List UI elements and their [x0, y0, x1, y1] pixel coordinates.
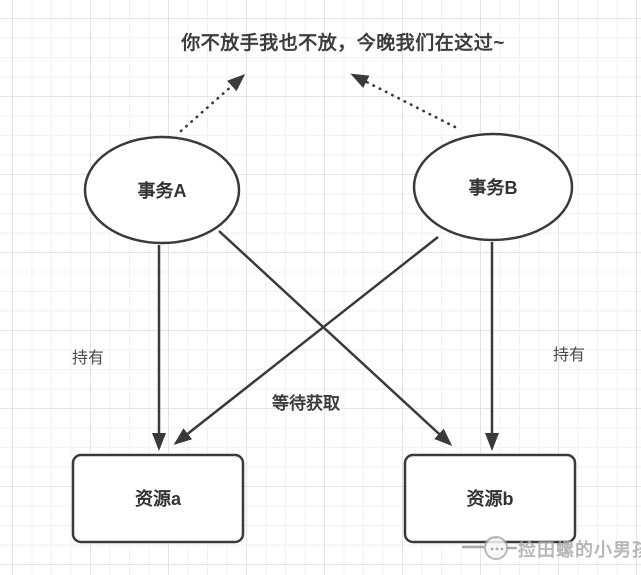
boy-face-logo-icon: [484, 536, 508, 560]
edge-label-hold-left: 持有: [72, 349, 104, 367]
edge-label-wait: 等待获取: [272, 393, 340, 413]
caption-text: 你不放手我也不放，今晚我们在这过~: [180, 31, 505, 54]
node-transaction-a: [83, 135, 241, 245]
node-label-resource-b: 资源b: [467, 488, 514, 509]
node-transaction-b: [412, 132, 574, 242]
dotted-arrow-transaction-a-to-caption: [179, 74, 246, 133]
edge-transaction-b-waits-resource-a: [173, 236, 439, 445]
node-label-resource-a: 资源a: [135, 488, 182, 509]
node-resource-a: [71, 453, 245, 544]
watermark-text: 捡田螺的小男孩: [518, 539, 641, 560]
watermark: 捡田螺的小男孩: [462, 536, 641, 560]
dotted-arrow-transaction-b-to-caption: [350, 73, 457, 129]
node-label-transaction-a: 事务A: [138, 180, 187, 201]
node-label-transaction-b: 事务B: [469, 177, 518, 198]
edge-transaction-a-waits-resource-b: [218, 230, 453, 447]
edge-label-hold-right: 持有: [553, 346, 585, 364]
